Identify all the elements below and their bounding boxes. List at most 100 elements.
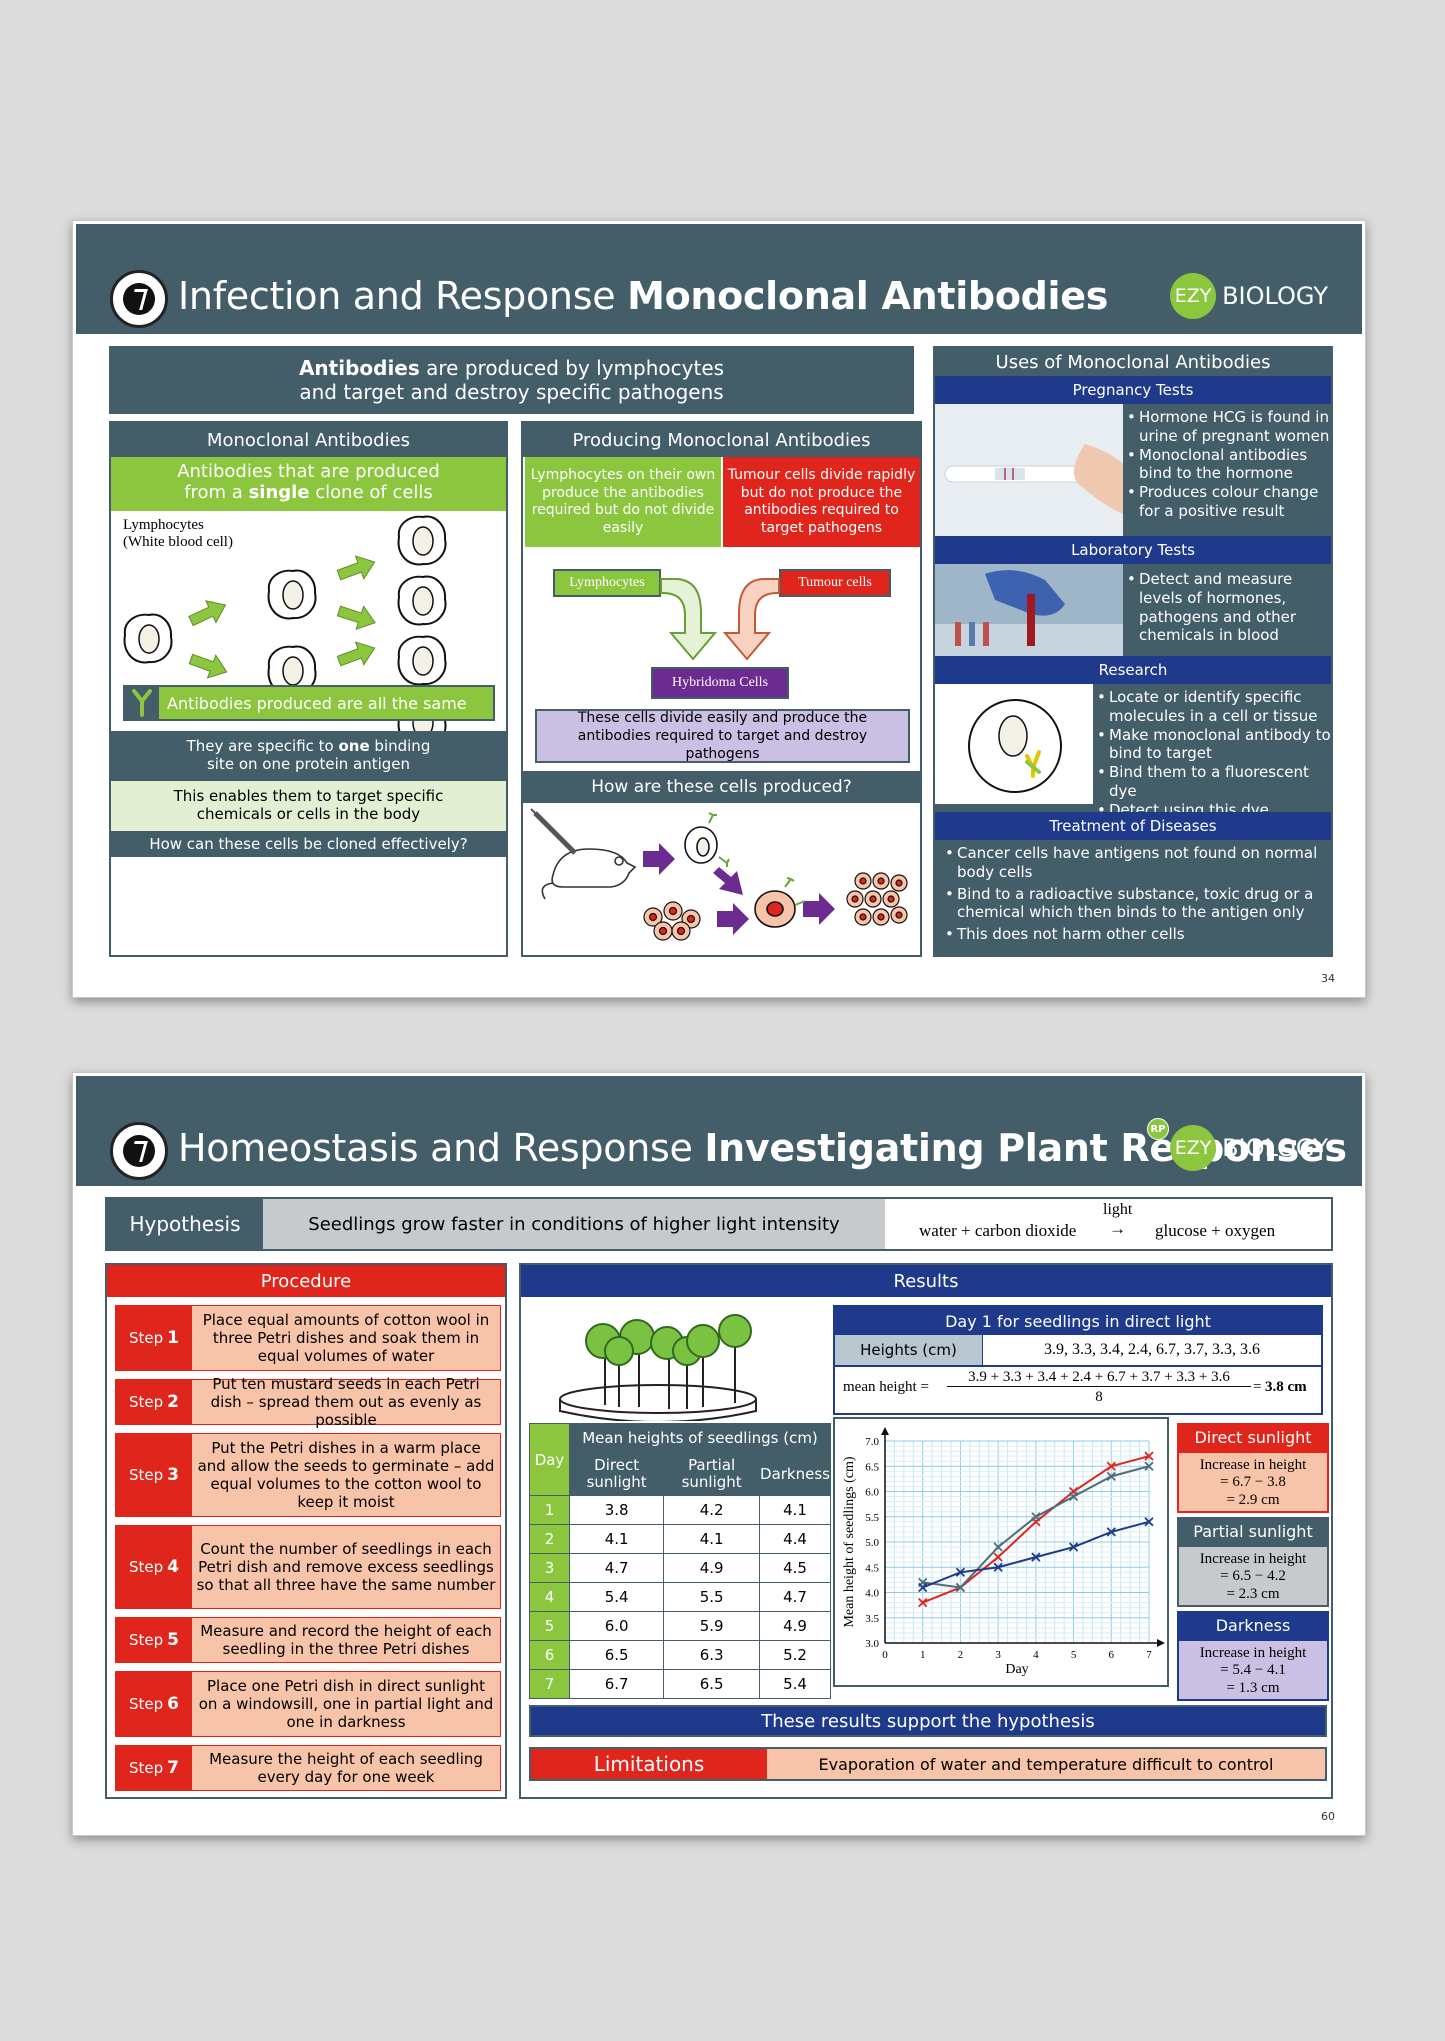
treatment-heading: Treatment of Diseases [935,812,1331,840]
monoclonal-panel: Monoclonal Antibodies Antibodies that ar… [109,421,508,957]
col-direct: Direct sunlight [568,1451,665,1496]
enables-line2: chemicals or cells in the body [196,805,421,823]
increase-line: Increase in height [1199,1551,1307,1567]
research-item: Make monoclonal antibody to bind to targ… [1095,726,1331,764]
x-tick-label: 3 [995,1649,1001,1661]
table-day-cell: 7 [529,1669,570,1699]
increase-line: Increase in height [1199,1457,1307,1473]
col-darkness: Darkness [759,1451,831,1496]
step-word: Step [129,1631,164,1649]
treatment-item: Bind to a radioactive substance, toxic d… [943,885,1323,923]
hypothesis-row: Hypothesis Seedlings grow faster in cond… [105,1197,1333,1251]
page-number: 34 [1321,972,1335,985]
data-point [1106,1471,1116,1481]
pregnancy-item: Monoclonal antibodies bind to the hormon… [1125,446,1330,484]
table-day-cell: 4 [529,1582,570,1612]
hypothesis-text: Seedlings grow faster in conditions of h… [263,1199,885,1249]
table-day-cell: 5 [529,1611,570,1641]
table-value-cell: 4.1 [663,1524,760,1554]
increase-line: = 6.5 − 4.2 [1220,1568,1286,1585]
brand-ezy: EZY [1170,1125,1217,1171]
table-value-cell: 6.5 [663,1669,760,1699]
photosynthesis-equation: light water + carbon dioxide → glucose +… [885,1199,1331,1249]
table-day-cell: 6 [529,1640,570,1670]
banner-bold: Antibodies [298,356,420,380]
slide-plant-responses: Homeostasis and Response Investigating P… [72,1072,1366,1836]
step-number: 6 [167,1694,179,1714]
step-number: 4 [167,1557,179,1577]
treatment-item: This does not harm other cells [943,925,1323,944]
x-tick-label: 4 [1033,1649,1039,1661]
y-tick-label: 5.0 [865,1537,879,1549]
y-tick-label: 3.0 [865,1638,879,1650]
data-point [1106,1461,1116,1471]
table-value-cell: 4.7 [759,1582,831,1612]
darkness-increase: Increase in height= 5.4 − 4.1= 1.3 cm [1177,1639,1329,1701]
definition-post: clone of cells [309,482,433,503]
antibodies-banner: Antibodies are produced by lymphocytes a… [109,346,914,414]
treatment-list: Cancer cells have antigens not found on … [943,844,1323,944]
data-point [1144,1461,1154,1471]
y-tick-label: 4.0 [865,1588,879,1600]
table-value-cell: 5.2 [759,1640,831,1670]
table-value-cell: 4.4 [759,1524,831,1554]
specific-binding: They are specific to one binding site on… [111,731,506,781]
day1-calculation: Day 1 for seedlings in direct light Heig… [833,1305,1323,1415]
x-tick-label: 7 [1146,1649,1152,1661]
slide-header: Homeostasis and Response Investigating P… [76,1076,1362,1186]
lymphocytes-label: Lymphocytes [553,569,661,597]
antibodies-same-text: Antibodies produced are all the same [167,693,467,713]
production-process-diagram [530,808,908,941]
increase-line: Increase in height [1199,1645,1307,1661]
slide-title: Infection and Response Monoclonal Antibo… [178,274,1108,318]
mean-denominator: 8 [1095,1389,1103,1405]
table-value-cell: 4.5 [759,1553,831,1583]
pregnancy-item: Hormone HCG is found in urine of pregnan… [1125,408,1330,446]
step-text: Place equal amounts of cotton wool in th… [192,1306,500,1370]
data-point [955,1567,966,1577]
data-point [1144,1517,1154,1527]
page-number: 60 [1321,1810,1335,1823]
equation-arrow: → [1109,1219,1126,1238]
procedure-heading: Procedure [107,1265,505,1297]
step-number: 5 [167,1630,179,1650]
specific-pre: They are specific to [186,737,339,755]
lymphocyte-note: Lymphocytes on their own produce the ant… [525,457,721,547]
definition-pre: from a [184,482,249,503]
data-point [1068,1491,1079,1502]
definition-bold: single [248,482,310,503]
lymphocyte-label-1: Lymphocytes [123,517,204,533]
table-value-cell: 6.5 [568,1640,665,1670]
pregnancy-list: Hormone HCG is found in urine of pregnan… [1125,408,1330,521]
clone-question: How can these cells be cloned effectivel… [111,831,506,857]
table-value-cell: 3.8 [568,1495,665,1525]
equation-light: light [1103,1201,1133,1218]
data-point [1031,1552,1041,1562]
step-word: Step [129,1329,164,1347]
required-practical-badge: RP [1147,1118,1169,1140]
x-tick-label: 2 [958,1649,964,1661]
slide-title: Homeostasis and Response Investigating P… [178,1126,1347,1170]
hypothesis-label: Hypothesis [107,1199,263,1249]
equation-products: glucose + oxygen [1155,1221,1276,1240]
data-point [1068,1542,1079,1552]
research-cell-diagram [935,684,1093,804]
y-tick-label: 6.0 [865,1487,879,1499]
limitations-label: Limitations [531,1749,767,1779]
uses-panel: Uses of Monoclonal Antibodies Pregnancy … [933,346,1333,957]
hybridoma-label: Hybridoma Cells [651,667,789,699]
step-word: Step [129,1393,164,1411]
treatment-item: Cancer cells have antigens not found on … [943,844,1323,882]
y-tick-label: 4.5 [865,1562,879,1574]
step-number: 2 [167,1392,179,1412]
partial-increase: Increase in height= 6.5 − 4.2= 2.3 cm [1177,1545,1329,1607]
